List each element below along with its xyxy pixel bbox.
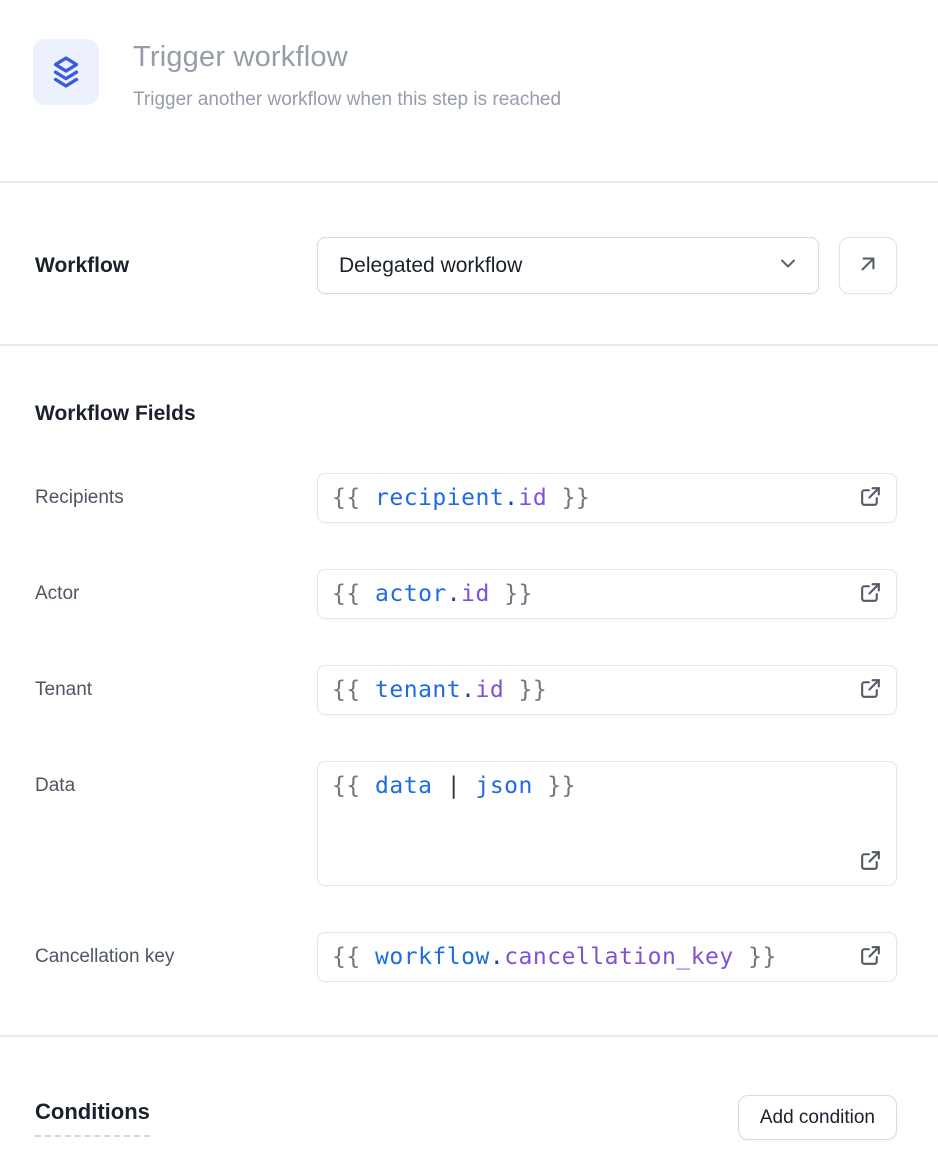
- field-label: Recipients: [35, 487, 124, 509]
- expand-editor-button[interactable]: [857, 581, 883, 607]
- workflow-field-row: Recipients {{ recipient.id }}: [35, 473, 897, 524]
- code-token-prop: id: [518, 485, 548, 512]
- external-link-icon: [858, 580, 883, 608]
- code-token-var: tenant: [375, 677, 462, 704]
- workflow-select-value: Delegated workflow: [339, 253, 523, 277]
- code-token-brace: {{: [332, 944, 376, 971]
- field-code-input[interactable]: {{ data | json }}: [317, 761, 897, 887]
- field-code-value: {{ recipient.id }}: [332, 485, 590, 511]
- expand-editor-button[interactable]: [857, 849, 883, 875]
- step-title: Trigger workflow: [133, 41, 348, 73]
- code-token-brace: }}: [547, 485, 591, 512]
- field-code-value: {{ tenant.id }}: [332, 677, 547, 703]
- code-token-dot: .: [446, 581, 462, 608]
- expand-editor-button[interactable]: [857, 677, 883, 703]
- workflow-field-row: Cancellation key {{ workflow.cancellatio…: [35, 932, 897, 983]
- code-token-brace: }}: [532, 773, 576, 800]
- code-token-var: data: [375, 773, 433, 800]
- workflow-field-row: Tenant {{ tenant.id }}: [35, 665, 897, 716]
- code-token-dot: .: [489, 944, 505, 971]
- step-header-text: Trigger workflow Trigger another workflo…: [133, 39, 561, 111]
- code-token-brace: {{: [332, 581, 376, 608]
- code-token-brace: }}: [489, 581, 533, 608]
- divider: [0, 181, 938, 184]
- field-code-input[interactable]: {{ workflow.cancellation_key }}: [317, 932, 897, 983]
- divider: [0, 344, 938, 347]
- workflow-field-rows: Recipients {{ recipient.id }}: [35, 473, 897, 983]
- field-label: Actor: [35, 583, 80, 605]
- code-token-var: recipient: [375, 485, 505, 512]
- field-code-value: {{ data | json }}: [332, 773, 576, 799]
- code-token-pipe: |: [432, 773, 476, 800]
- workflow-fields-section: Workflow Fields Recipients {{ recipient.…: [0, 402, 938, 983]
- code-token-var: workflow: [375, 944, 490, 971]
- workflow-field-row: Actor {{ actor.id }}: [35, 569, 897, 620]
- field-code-value: {{ actor.id }}: [332, 581, 533, 607]
- code-token-brace: {{: [332, 677, 376, 704]
- code-token-dot: .: [461, 677, 476, 704]
- workflow-select[interactable]: Delegated workflow: [317, 237, 819, 295]
- code-token-var: actor: [375, 581, 447, 608]
- step-subtitle: Trigger another workflow when this step …: [133, 89, 562, 111]
- code-token-prop: id: [475, 677, 505, 704]
- field-code-input[interactable]: {{ tenant.id }}: [317, 665, 897, 716]
- code-token-brace: }}: [733, 944, 777, 971]
- code-token-brace: }}: [504, 677, 548, 704]
- workflow-label: Workflow: [35, 253, 130, 277]
- workflow-field-row: Data {{ data | json }}: [35, 761, 897, 887]
- code-token-dot: .: [504, 485, 519, 512]
- field-code-value: {{ workflow.cancellation_key }}: [332, 944, 777, 970]
- workflow-fields-heading: Workflow Fields: [35, 402, 196, 426]
- expand-editor-button[interactable]: [857, 944, 883, 970]
- field-label: Data: [35, 775, 76, 797]
- code-token-var: json: [475, 773, 533, 800]
- field-code-input[interactable]: {{ recipient.id }}: [317, 473, 897, 524]
- external-link-icon: [858, 676, 883, 704]
- code-token-brace: {{: [332, 773, 376, 800]
- arrow-up-right-icon: [855, 251, 881, 280]
- external-link-icon: [858, 943, 883, 971]
- field-label: Tenant: [35, 679, 93, 701]
- conditions-heading: Conditions: [35, 1099, 150, 1137]
- external-link-icon: [858, 848, 883, 876]
- workflow-select-row: Workflow Delegated workflow: [35, 237, 897, 295]
- external-link-icon: [858, 484, 883, 512]
- open-workflow-button[interactable]: [839, 237, 897, 295]
- divider: [0, 1035, 938, 1038]
- field-code-input[interactable]: {{ actor.id }}: [317, 569, 897, 620]
- add-condition-button[interactable]: Add condition: [737, 1095, 897, 1141]
- code-token-prop: cancellation_key: [504, 944, 734, 971]
- layers-icon: [47, 53, 85, 91]
- code-token-prop: id: [461, 581, 490, 608]
- conditions-section: Conditions Add condition: [35, 1095, 897, 1141]
- expand-editor-button[interactable]: [857, 485, 883, 511]
- step-icon-box: [33, 39, 99, 105]
- field-label: Cancellation key: [35, 946, 175, 968]
- step-header: Trigger workflow Trigger another workflo…: [0, 0, 938, 111]
- chevron-down-icon: [776, 251, 800, 280]
- code-token-brace: {{: [332, 485, 376, 512]
